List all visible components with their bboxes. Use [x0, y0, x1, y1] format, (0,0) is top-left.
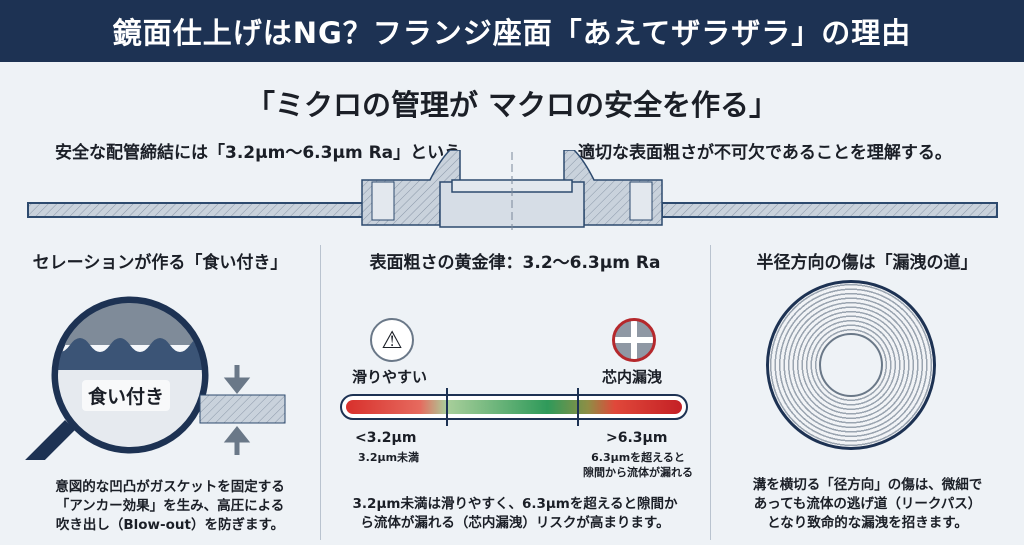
scale-marker-3-2: [446, 388, 448, 426]
magnifier-label: 食い付き: [82, 380, 171, 411]
center-body: 3.2µm未満は滑りやすく、6.3µmを超えると隙間か ら流体が漏れる（芯内漏洩…: [325, 495, 705, 533]
column-divider: [710, 245, 711, 540]
body-line: ら流体が漏れる（芯内漏洩）リスクが高まります。: [360, 515, 670, 531]
center-heading: 表面粗さの黄金律：3.2〜6.3µm Ra: [369, 253, 661, 273]
subtitle: 「ミクロの管理が マクロの安全を作る」: [245, 88, 779, 122]
serration-magnifier: [25, 296, 286, 460]
low-threshold: <3.2µm: [355, 430, 417, 446]
header-title: 鏡面仕上げはNG？フランジ座面「あえてザラザラ」の理由: [0, 0, 1024, 62]
right-heading: 半径方向の傷は「漏洩の道」: [756, 253, 978, 273]
column-divider: [320, 245, 321, 540]
left-heading: セレーションが作る「食い付き」: [32, 253, 288, 273]
leak-cross-icon: [612, 318, 656, 362]
left-body: 意図的な凹凸がガスケットを固定する 「アンカー効果」を生み、高圧による 吹き出し…: [20, 478, 320, 535]
leak-label: 芯内漏洩: [602, 368, 663, 386]
high-note-line: 隙間から流体が漏れる: [583, 466, 693, 479]
lead-left: 安全な配管締結には「3.2µm〜6.3µm Ra」という: [55, 143, 462, 163]
slip-warning-icon: ⚠: [370, 318, 414, 362]
roughness-scale-bar: [340, 394, 688, 420]
body-line: 「アンカー効果」を生み、高圧による: [55, 498, 285, 514]
scale-marker-6-3: [577, 388, 579, 426]
body-line: 3.2µm未満は滑りやすく、6.3µmを超えると隙間か: [352, 496, 678, 512]
body-line: 溝を横切る「径方向」の傷は、微細で: [752, 477, 983, 493]
grooved-gasket-face: [766, 280, 936, 450]
body-line: となり致命的な漏洩を招きます。: [767, 515, 968, 531]
flange-cross-section: [27, 150, 998, 230]
high-threshold: >6.3µm: [606, 430, 668, 446]
slip-label: 滑りやすい: [352, 368, 428, 386]
body-line: 吹き出し（Blow-out）を防ぎます。: [55, 517, 285, 533]
right-body: 溝を横切る「径方向」の傷は、微細で あっても流体の逃げ道（リークパス） となり致…: [715, 476, 1020, 533]
low-note: 3.2µm未満: [358, 451, 420, 464]
lead-right: 適切な表面粗さが不可欠であることを理解する。: [578, 143, 952, 163]
body-line: 意図的な凹凸がガスケットを固定する: [55, 479, 285, 495]
body-line: あっても流体の逃げ道（リークパス）: [753, 496, 982, 512]
high-note-line: 6.3µmを超えると: [591, 451, 685, 464]
